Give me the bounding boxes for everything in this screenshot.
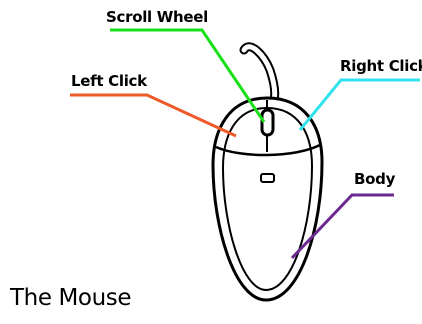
body-label: Body (354, 170, 396, 188)
right-click-label: Right Click (340, 57, 422, 75)
right-click-leader (298, 78, 420, 131)
left-click-label: Left Click (71, 72, 147, 90)
mouse-cable-inner (241, 44, 278, 103)
body-leader (290, 193, 394, 260)
scroll-wheel-shape (260, 108, 275, 137)
left-click-leader (70, 93, 237, 138)
diagram-caption: The Mouse (10, 285, 132, 311)
mouse-button-divider (215, 143, 321, 157)
mouse-center-button (260, 173, 275, 183)
mouse-body-outline (211, 96, 324, 302)
scroll-wheel-leader (110, 28, 266, 123)
scroll-wheel-label: Scroll Wheel (106, 8, 209, 26)
